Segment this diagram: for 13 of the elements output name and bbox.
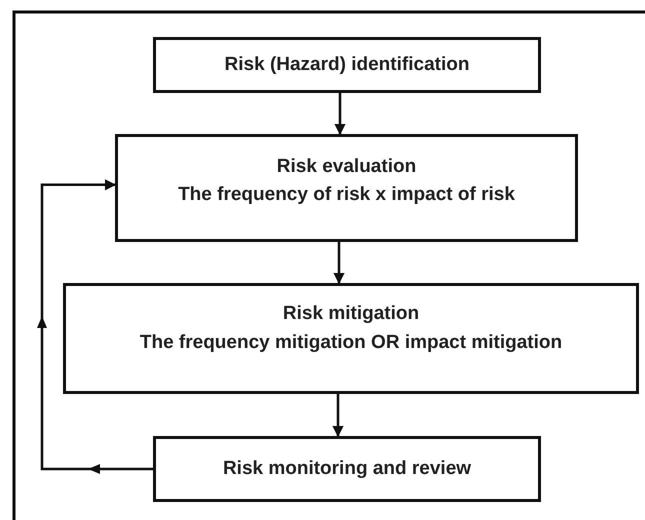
arrow [333,242,345,284]
step-description: The frequency of risk x impact of risk [178,183,515,207]
step-title: Risk (Hazard) identification [224,52,470,77]
step-title: Risk mitigation [282,302,420,326]
step-title: Risk monitoring and review [222,456,472,481]
process-box [153,37,541,93]
step-description: The frequency mitigation OR impact mitigation [140,330,562,354]
process-box [63,283,639,394]
arrow [334,93,346,136]
arrow [332,394,344,438]
process-box [153,436,541,502]
step-title: Risk evaluation [276,154,416,178]
process-box [115,134,578,242]
